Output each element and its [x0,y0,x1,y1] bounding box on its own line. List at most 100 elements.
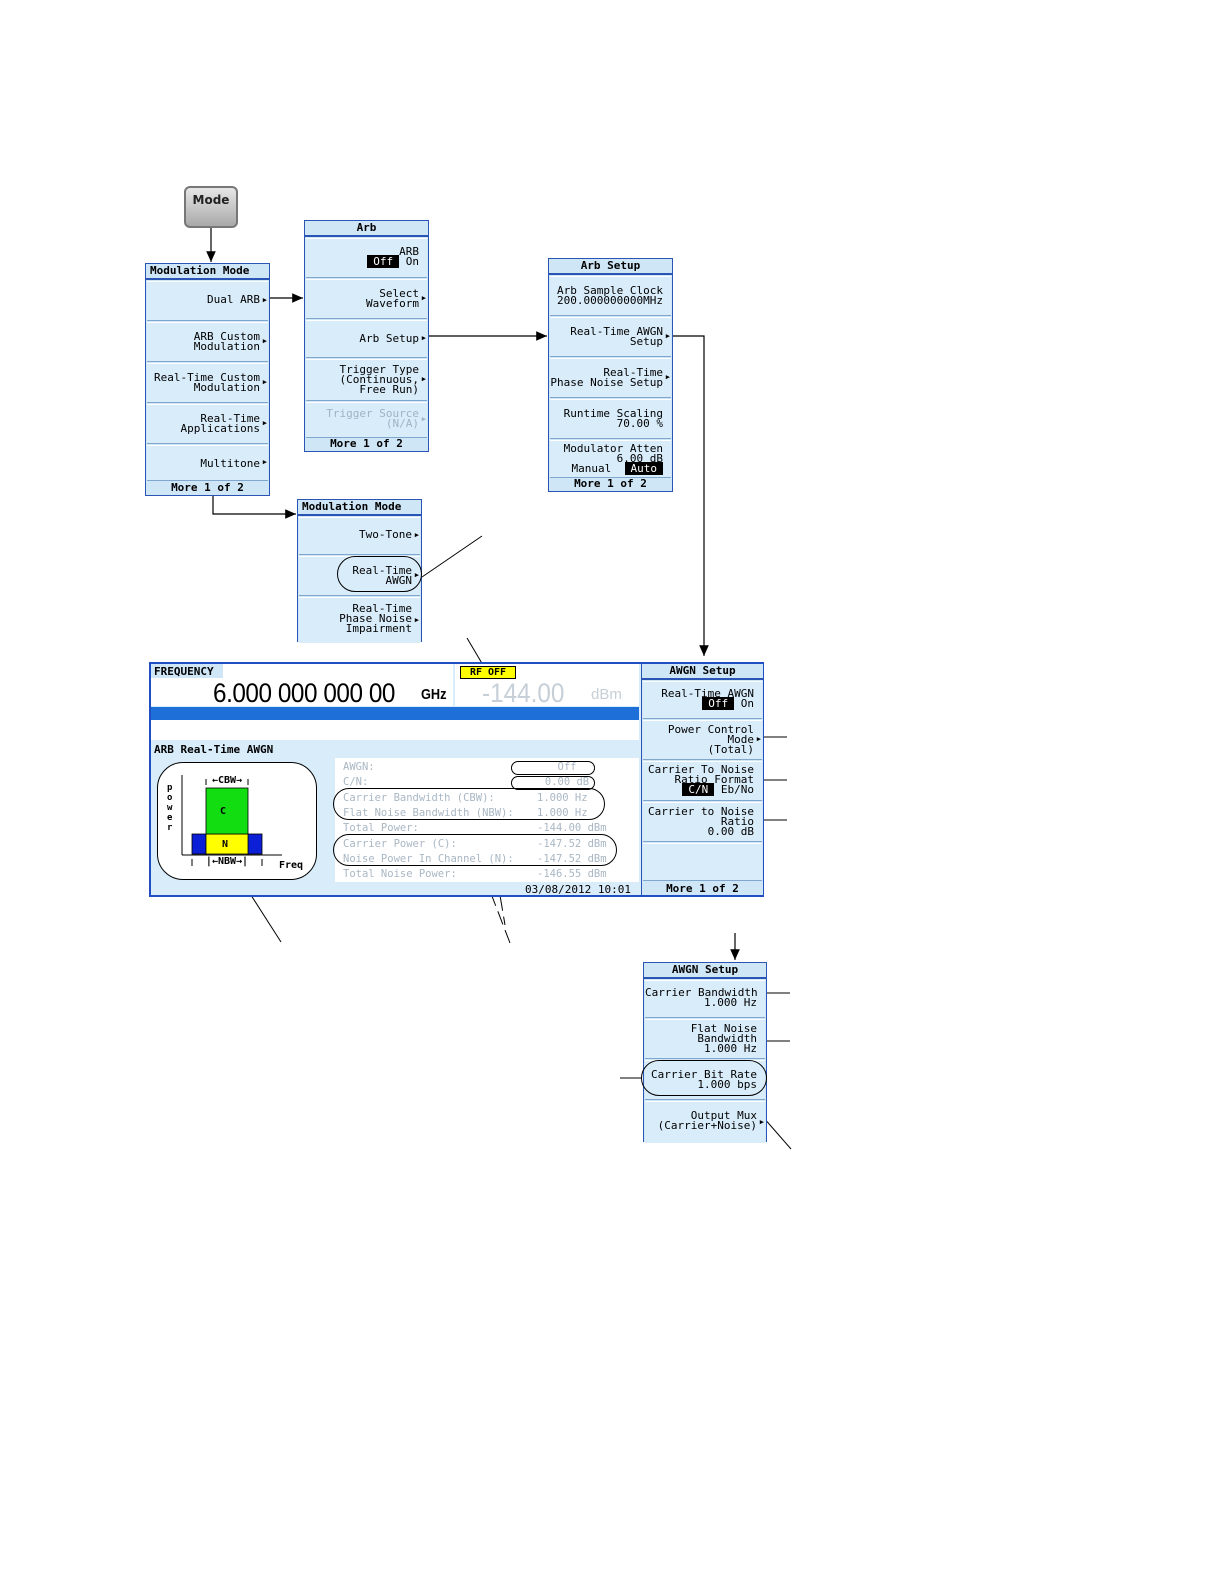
more-softkey[interactable]: More 1 of 2 [171,481,244,494]
cbw-text: CBW [217,775,237,786]
highlight-awgn-value [511,761,595,775]
graph-c-label: C [220,806,227,817]
softkey-value: 1.000 Hz [704,996,757,1009]
row-carrier-power-label: Carrier Power (C): [343,838,457,850]
row-total-noise-value: -146.55 dBm [537,868,607,880]
more-softkey[interactable]: More 1 of 2 [330,437,403,450]
amplitude-area: RF OFF -144.00 dBm [455,664,639,708]
menu-title: Modulation Mode [146,264,269,280]
softkey-label: Real-Time [352,602,412,615]
toggle-on: On [405,255,419,268]
softkey-label: Modulation [193,381,260,394]
frequency-tab [151,664,223,678]
softkey-cn-ratio[interactable]: Carrier to Noise Ratio 0.00 dB [643,802,762,842]
row-awgn-label: AWGN: [343,761,375,773]
highlight-cn-value [511,776,595,790]
awgn-graph: power ←CBW→ C N |←NBW→| Freq [157,762,317,880]
graph-n-label: N [222,839,229,850]
mode-hardkey[interactable]: Mode [184,186,238,228]
menu-title: Modulation Mode [298,500,421,516]
arb-setup-menu: Arb Setup Arb Sample Clock 200.000000000… [548,258,673,492]
highlight-realtime-awgn [337,556,422,592]
softkey-blank [643,843,762,881]
softkey-value: 6.00 dB [616,452,663,465]
softkey-value: (Carrier+Noise) [657,1119,757,1132]
softkey-value: 70.00 % [616,417,663,430]
row-awgn-value: Off [557,761,577,773]
softkey-label: Flat Noise [690,1022,757,1035]
graph-nbw-label: |←NBW→| [205,856,249,867]
softkey-label: Carrier Bit Rate [651,1068,757,1081]
highlight-power-rows [333,834,617,866]
softkey-label: Mode [727,733,755,746]
row-total-power-value: -144.00 dBm [537,822,607,834]
softkey-power-control-mode[interactable]: Power Control Mode (Total) [643,720,762,760]
softkey-output-mux[interactable]: Output Mux (Carrier+Noise) [645,1101,765,1143]
softkey-value: 0.00 dB [707,825,754,838]
softkey-modulator-atten[interactable]: Modulator Atten 6.00 dB Manual Auto [550,440,671,478]
softkey-label: Ratio [720,815,754,828]
softkey-label: ARB [399,245,419,258]
softkey-label: Dual ARB [207,293,260,306]
softkey-dual-arb[interactable]: Dual ARB [147,281,268,321]
callout-realtime-awgn [421,535,483,578]
row-cbw-label: Carrier Bandwidth (CBW): [343,792,495,804]
softkey-realtime-phase-noise[interactable]: Real-Time Phase Noise Impairment [299,597,420,643]
menu-title: AWGN Setup [642,664,763,680]
softkey-flat-noise-bandwidth[interactable]: Flat Noise Bandwidth 1.000 Hz [645,1019,765,1059]
softkey-trigger-type[interactable]: Trigger Type (Continuous, Free Run) [306,359,427,401]
frequency-label: FREQUENCY [154,665,214,678]
graph-freq-label: Freq [279,860,304,871]
softkey-label: Real-Time [352,564,412,577]
softkey-realtime-awgn-toggle[interactable]: Real-Time AWGN Off On [643,681,762,719]
softkey-label: (N/A) [385,417,419,430]
softkey-arb-sample-clock[interactable]: Arb Sample Clock 200.000000000MHz [550,276,671,316]
softkey-label: Impairment [345,622,412,635]
modulation-mode-menu: Modulation Mode Dual ARB ARB Custom Modu… [145,263,270,496]
softkey-label: Trigger Source [326,407,419,420]
softkey-label: Modulation [193,340,260,353]
auto-option: Auto [624,462,663,475]
softkey-label: Two-Tone [359,528,412,541]
softkey-realtime-custom-modulation[interactable]: Real-Time Custom Modulation [147,363,268,403]
amplitude-value[interactable]: -144.00 [482,678,565,708]
softkey-label: Setup [629,335,663,348]
softkey-realtime-awgn-setup[interactable]: Real-Time AWGN Setup [550,317,671,357]
softkey-label: Real-Time AWGN [570,325,663,338]
softkey-realtime-applications[interactable]: Real-Time Applications [147,404,268,444]
softkey-value: 200.000000000MHz [557,294,663,307]
softkey-carrier-bandwidth[interactable]: Carrier Bandwidth 1.000 Hz [645,980,765,1018]
softkey-arb-toggle[interactable]: ARB Off On [306,238,427,278]
softkey-realtime-awgn[interactable]: Real-Time AWGN [299,556,420,596]
graph-power-label: power [167,783,173,833]
softkey-arb-custom-modulation[interactable]: ARB Custom Modulation [147,322,268,362]
parameter-panel: AWGN: Off C/N: 0.00 dB Carrier Bandwidth… [333,758,639,882]
softkey-select-waveform[interactable]: Select Waveform [306,279,427,319]
softkey-label: Phase Noise Setup [550,376,663,389]
softkey-two-tone[interactable]: Two-Tone [299,517,420,555]
cn-option: C/N [682,783,715,796]
softkey-value: 1.000 Hz [704,1042,757,1055]
softkey-label: Arb Sample Clock [557,284,663,297]
softkey-runtime-scaling[interactable]: Runtime Scaling 70.00 % [550,399,671,439]
row-nbw-value: 1.000 Hz [537,807,588,819]
row-cn-label: C/N: [343,776,369,788]
row-total-power-label: Total Power: [343,822,419,834]
softkey-carrier-bit-rate[interactable]: Carrier Bit Rate 1.000 bps [645,1060,765,1100]
softkey-multitone[interactable]: Multitone [147,445,268,481]
softkey-trigger-source[interactable]: Trigger Source (N/A) [306,402,427,438]
callout-rows-b [486,817,506,926]
softkey-realtime-phase-noise-setup[interactable]: Real-Time Phase Noise Setup [550,358,671,398]
softkey-arb-setup[interactable]: Arb Setup [306,320,427,358]
softkey-label: Carrier To Noise [648,763,754,776]
menu-title: Arb Setup [549,259,672,275]
softkey-label: Free Run) [359,383,419,396]
more-softkey[interactable]: More 1 of 2 [666,882,739,895]
highlight-carrier-bit-rate [641,1060,767,1096]
softkey-cn-ratio-format[interactable]: Carrier To Noise Ratio Format C/N Eb/No [643,761,762,801]
more-softkey[interactable]: More 1 of 2 [574,477,647,490]
menu-title: AWGN Setup [644,963,766,979]
manual-option: Manual [571,462,612,475]
frequency-value[interactable]: 6.000 000 000 00 [213,678,395,708]
softkey-label: ARB Custom [193,330,260,343]
